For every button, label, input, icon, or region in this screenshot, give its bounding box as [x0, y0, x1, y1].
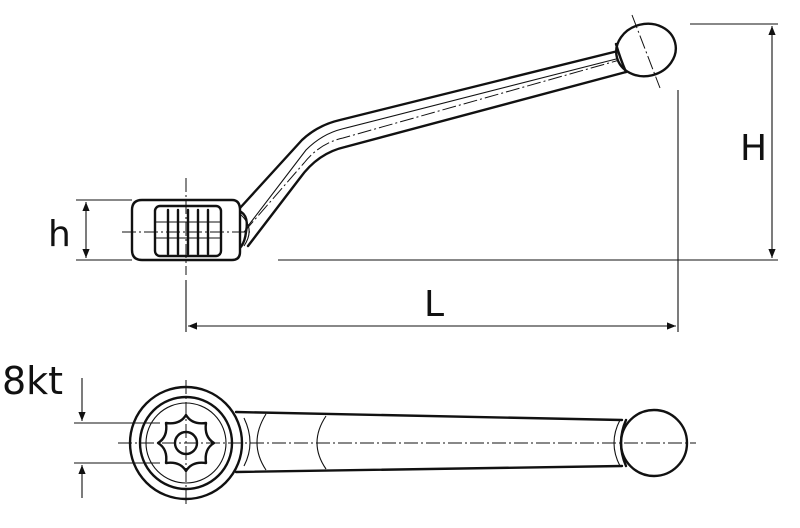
lever-arm-outline: [236, 48, 628, 248]
h-label: h: [48, 214, 71, 255]
lever-arm-inner: [247, 57, 621, 227]
ball-neck: [614, 42, 628, 74]
knob-centerline: [631, 14, 661, 89]
top-arm-inner: [243, 417, 251, 467]
8kt-label: 8kt: [2, 359, 63, 403]
L-label: L: [424, 284, 444, 325]
top-arm-outline: [234, 410, 624, 474]
lever-centerline: [243, 49, 656, 233]
H-label: H: [740, 128, 767, 169]
side-view: h H L: [48, 14, 778, 332]
ball-knob: [615, 22, 677, 78]
joint-inner: [239, 213, 250, 247]
top-view: 8kt: [2, 359, 696, 506]
top-arm-curves: [256, 413, 621, 471]
